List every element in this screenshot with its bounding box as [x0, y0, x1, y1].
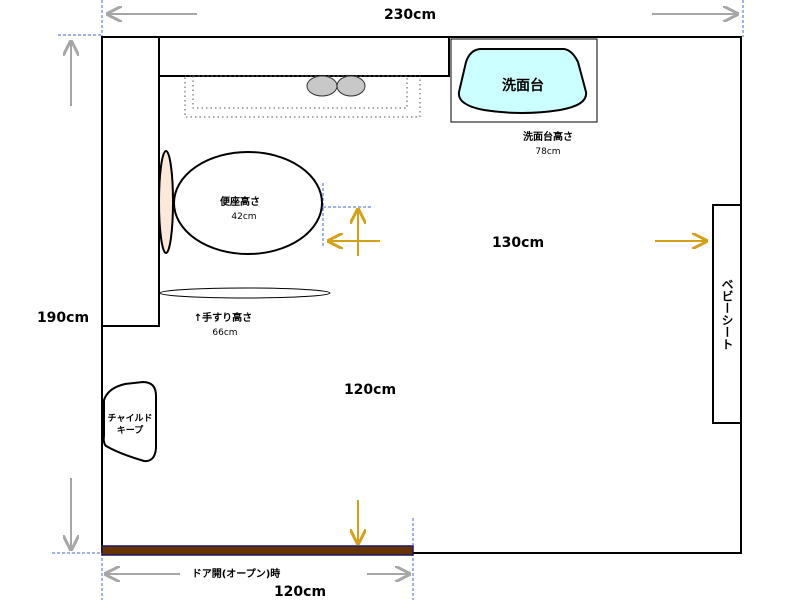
door-width-dimension: 120cm	[274, 584, 326, 600]
sink-height-label: 洗面台高さ	[523, 130, 573, 143]
paper-holder	[158, 150, 174, 254]
sink-height-value: 78cm	[535, 147, 560, 157]
shelf-outline-outer	[184, 75, 421, 118]
child-keep-label-1: チャイルド	[108, 413, 153, 424]
sink-label: 洗面台	[502, 77, 544, 94]
door-open	[101, 545, 414, 556]
toilet-seat	[173, 151, 323, 255]
toilet-tank-wall	[101, 36, 160, 327]
child-keep	[102, 380, 157, 463]
handrail-height-value: 66cm	[212, 328, 237, 338]
baby-seat-label: ベビーシート	[720, 278, 734, 350]
height-dimension: 190cm	[37, 310, 89, 326]
side-clearance-dimension: 130cm	[492, 235, 544, 251]
handrail	[159, 287, 331, 299]
baby-seat	[712, 204, 742, 424]
seat-height-label: 便座高さ	[220, 195, 260, 208]
sink-basin	[457, 48, 588, 114]
top-counter	[158, 36, 450, 77]
fixture-oval-left	[306, 75, 338, 97]
front-clearance-dimension: 120cm	[344, 382, 396, 398]
width-dimension: 230cm	[384, 7, 436, 23]
seat-height-value: 42cm	[231, 212, 256, 222]
shelf-outline-inner	[192, 75, 408, 109]
child-keep-label-2: キープ	[117, 424, 144, 436]
fixture-oval-right	[336, 75, 366, 97]
door-open-label: ドア開(オープン)時	[192, 567, 281, 580]
handrail-height-label: ↑手すり高さ	[194, 311, 252, 324]
